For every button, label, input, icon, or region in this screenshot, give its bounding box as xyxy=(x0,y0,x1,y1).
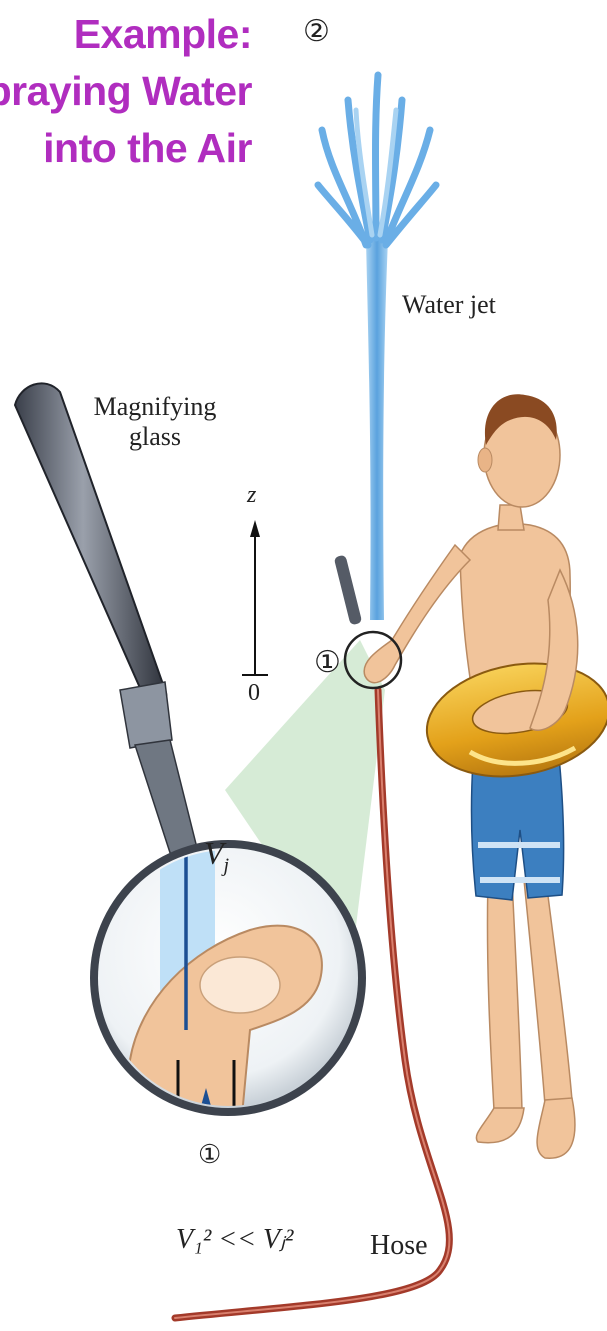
vj-subscript: j xyxy=(224,854,230,876)
magnifying-line-1: Magnifying xyxy=(80,392,230,422)
water-jet xyxy=(318,75,436,620)
magnifying-glass-label: Magnifying glass xyxy=(80,392,230,452)
vj-main: V xyxy=(204,835,224,871)
zero-label: 0 xyxy=(248,680,260,707)
water-jet-label: Water jet xyxy=(402,290,496,320)
magnifying-line-2: glass xyxy=(80,422,230,452)
vj-label: Vj xyxy=(204,835,229,877)
z-axis xyxy=(242,520,268,675)
point1-label: ① xyxy=(314,645,341,680)
z-axis-label: z xyxy=(247,482,256,509)
velocity-relation: V₁² << Vⱼ² xyxy=(176,1222,293,1256)
hose-label: Hose xyxy=(370,1230,428,1262)
point1-inset-label: ① xyxy=(198,1140,221,1170)
nozzle xyxy=(334,555,363,626)
point2-label: ② xyxy=(303,14,330,49)
